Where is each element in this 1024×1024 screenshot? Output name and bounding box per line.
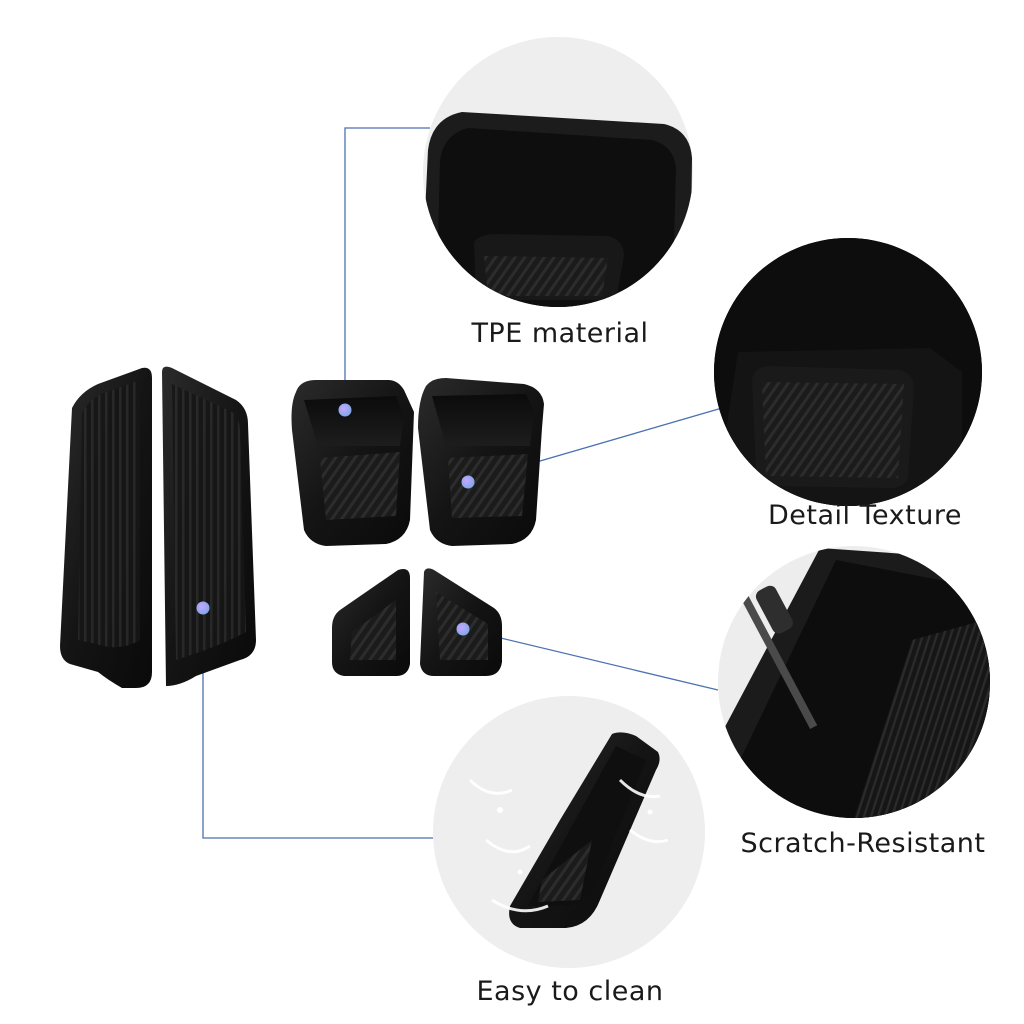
zoom-circle-scratch bbox=[718, 546, 990, 818]
caption-tpe-material: TPE material bbox=[471, 318, 649, 349]
caption-easy-to-clean: Easy to clean bbox=[476, 976, 664, 1007]
marker-dot-clean bbox=[196, 601, 210, 615]
pocket-tray-small-left bbox=[332, 569, 410, 676]
long-door-tray-right bbox=[162, 366, 256, 686]
caption-detail-texture: Detail Texture bbox=[768, 500, 962, 531]
zoom-circle-texture bbox=[714, 238, 982, 506]
zoom-circle-clean bbox=[433, 696, 705, 968]
long-door-tray-left bbox=[60, 367, 152, 688]
connector-tpe bbox=[344, 127, 430, 410]
cup-tray-large-right bbox=[418, 378, 544, 546]
marker-dot-texture bbox=[461, 475, 475, 489]
connector-clean bbox=[202, 608, 433, 839]
pocket-tray-small-right bbox=[420, 568, 502, 676]
cup-tray-large-left bbox=[291, 380, 414, 546]
marker-dot-tpe bbox=[338, 403, 352, 417]
connector-scratch bbox=[462, 628, 719, 691]
caption-scratch-resistant: Scratch-Resistant bbox=[740, 828, 986, 859]
zoom-circle-tpe bbox=[423, 37, 693, 307]
water-splash-icon bbox=[468, 778, 669, 913]
marker-dots bbox=[196, 403, 475, 636]
screwdriver-icon bbox=[739, 592, 818, 729]
marker-dot-scratch bbox=[456, 622, 470, 636]
